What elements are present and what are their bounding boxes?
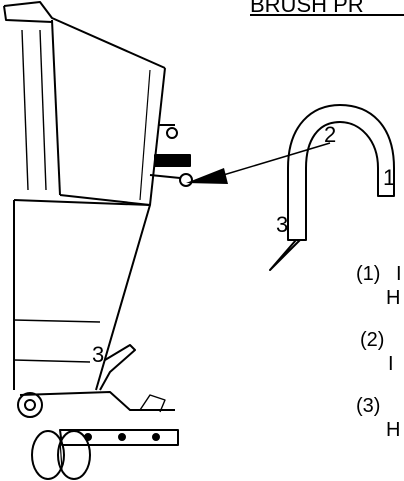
- step-3-number: (3): [356, 395, 380, 417]
- machine-lid-rim: [3, 5, 53, 23]
- tank-bottom-edge: [59, 194, 151, 206]
- handle-grip: [154, 154, 191, 167]
- control-knob: [166, 127, 178, 139]
- handle-lever: [149, 174, 181, 179]
- callout-leader: [186, 142, 331, 184]
- step-1-number: (1): [356, 263, 380, 285]
- rear-wheel-icon: [31, 430, 65, 480]
- brush-deck-top: [19, 391, 175, 411]
- steps-list: (1) I H (2) I (3) H: [356, 263, 402, 441]
- leader-arrowhead-icon: [186, 168, 228, 184]
- machine-illustration: [3, 1, 193, 480]
- callout-2: 2: [324, 122, 336, 147]
- tank-inner-line: [139, 69, 151, 201]
- callout-1: 1: [383, 165, 395, 190]
- lower-body-seam: [13, 319, 101, 323]
- step-3-second-line: H: [386, 419, 400, 441]
- leader-line: [219, 142, 331, 177]
- step-1-text: I: [396, 263, 402, 285]
- lower-body-outline: [13, 199, 151, 391]
- brush-lift-knob: [179, 173, 193, 187]
- lower-body-seam-2: [13, 359, 91, 363]
- tank-front-edge: [51, 19, 61, 196]
- procedure-arrow: [269, 104, 395, 271]
- page-title: BRUSH PR: [250, 0, 364, 17]
- side-panel-line-2: [39, 29, 47, 191]
- side-panel-line: [21, 29, 29, 191]
- caster-wheel-icon: [17, 392, 43, 418]
- caster-hub: [24, 399, 36, 411]
- deck-clamp: [139, 394, 166, 413]
- rear-wheel-icon-2: [57, 430, 91, 480]
- step-2-second-line: I: [388, 353, 394, 375]
- step-2-number: (2): [360, 329, 384, 351]
- callout-3-machine: 3: [92, 342, 104, 367]
- wheel-axle: [59, 439, 63, 471]
- deck-bolt: [118, 433, 126, 441]
- deck-bolt: [152, 433, 160, 441]
- callout-3-arrow: 3: [276, 212, 288, 237]
- title-group: BRUSH PR: [250, 0, 404, 17]
- machine-top-edge: [3, 1, 166, 69]
- u-turn-arrow-icon: [269, 104, 395, 271]
- pedal-lever: [99, 344, 136, 391]
- tank-side-edge: [149, 67, 166, 206]
- step-1-second-line: H: [386, 287, 400, 309]
